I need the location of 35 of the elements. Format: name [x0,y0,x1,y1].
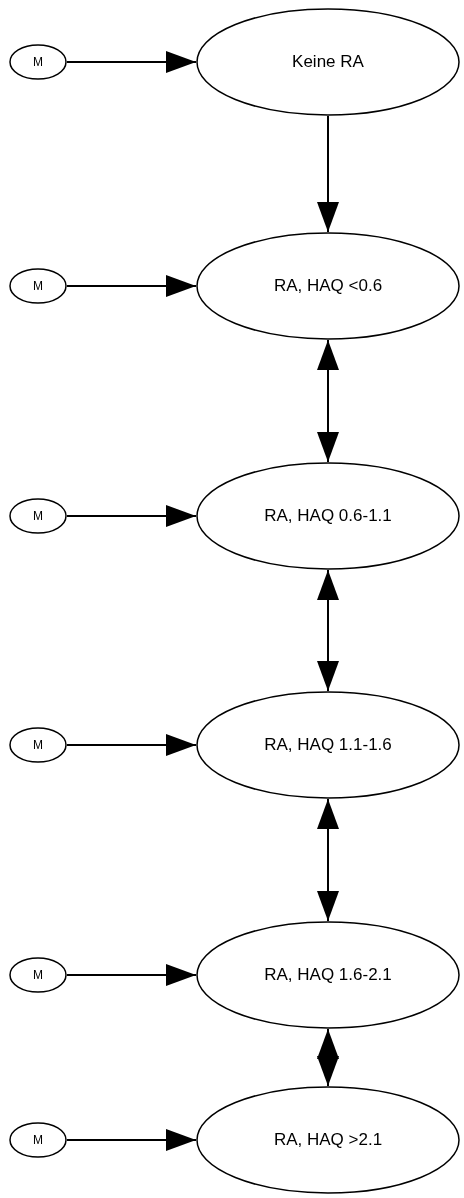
arrow [317,339,339,463]
circle-node [9,727,67,763]
node-label: M [33,737,43,754]
circle-node [9,268,67,304]
arrow [66,51,197,73]
ellipse-node [196,691,460,799]
ellipse-node [196,232,460,340]
node-label: M [33,967,43,984]
ellipse-node [196,8,460,116]
ellipse-node [196,921,460,1029]
ellipse-node [196,1086,460,1194]
arrow [66,1129,197,1151]
node-label: M [33,1132,43,1149]
arrow [317,115,339,233]
arrow [66,734,197,756]
arrow [66,275,197,297]
node-label: RA, HAQ 1.1-1.6 [264,734,392,757]
node-label: M [33,508,43,525]
circle-node [9,957,67,993]
ellipse-node [196,462,460,570]
arrow [317,569,339,692]
circle-node [9,44,67,80]
arrow [317,798,339,922]
node-label: M [33,54,43,71]
circle-node [9,1122,67,1158]
node-label: Keine RA [292,51,364,74]
arrow [66,964,197,986]
arrow [317,1028,339,1087]
node-label: RA, HAQ 0.6-1.1 [264,505,392,528]
arrow [66,505,197,527]
node-label: RA, HAQ <0.6 [273,275,383,298]
node-label: RA, HAQ >2.1 [273,1129,383,1152]
node-label: RA, HAQ 1.6-2.1 [264,964,392,987]
circle-node [9,498,67,534]
node-label: M [33,278,43,295]
